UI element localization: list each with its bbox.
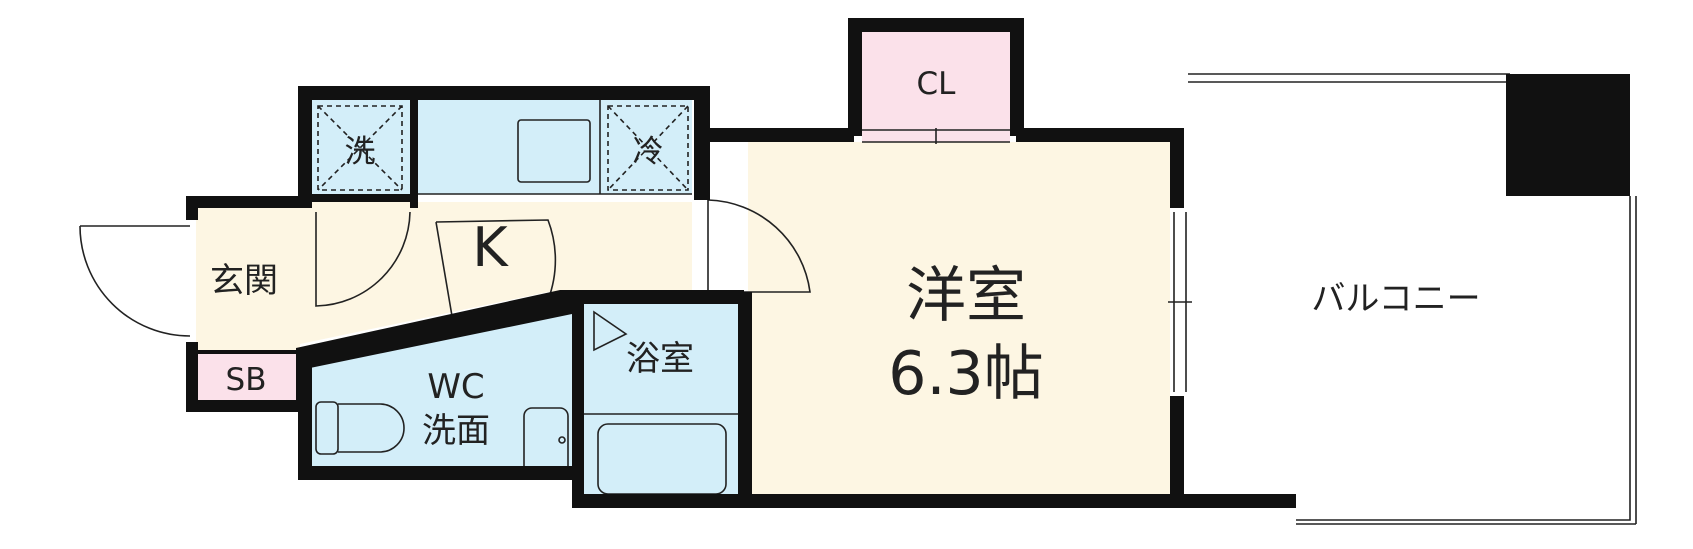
bath-label: 浴室 — [626, 339, 694, 379]
entrance-floor — [196, 206, 300, 354]
closet-label: CL — [917, 66, 957, 102]
entrance-label: 玄関 — [210, 261, 278, 301]
toilet-tank — [315, 401, 339, 455]
laundry-pan — [317, 105, 403, 191]
balcony-label: バルコニー — [1311, 279, 1480, 319]
bath-door — [593, 310, 628, 352]
fridge-label: 冷 — [633, 134, 664, 170]
closet-floor — [862, 30, 1010, 142]
wc-label: WC — [427, 367, 484, 407]
toilet-bowl — [338, 403, 405, 453]
balcony-column — [1506, 74, 1630, 196]
wc-floor — [310, 302, 572, 466]
western-room-label: 洋室 — [906, 261, 1026, 331]
kitchen-label: K — [472, 216, 509, 279]
bath-floor — [584, 304, 738, 502]
western-room-floor — [748, 142, 1170, 505]
shoe-box-floor — [196, 354, 296, 400]
western-room-size: 6.3帖 — [888, 339, 1043, 409]
fridge-space — [607, 105, 689, 191]
kitchen-door — [435, 219, 557, 317]
kitchen-sink — [517, 119, 591, 183]
room-door — [707, 199, 811, 293]
entrance-door — [79, 225, 191, 337]
laundry-label: 洗 — [345, 134, 376, 170]
hall-door — [315, 211, 411, 307]
washroom-label: 洗面 — [422, 411, 490, 451]
kitchen-floor — [298, 202, 692, 344]
shoe-box-label: SB — [226, 362, 267, 398]
